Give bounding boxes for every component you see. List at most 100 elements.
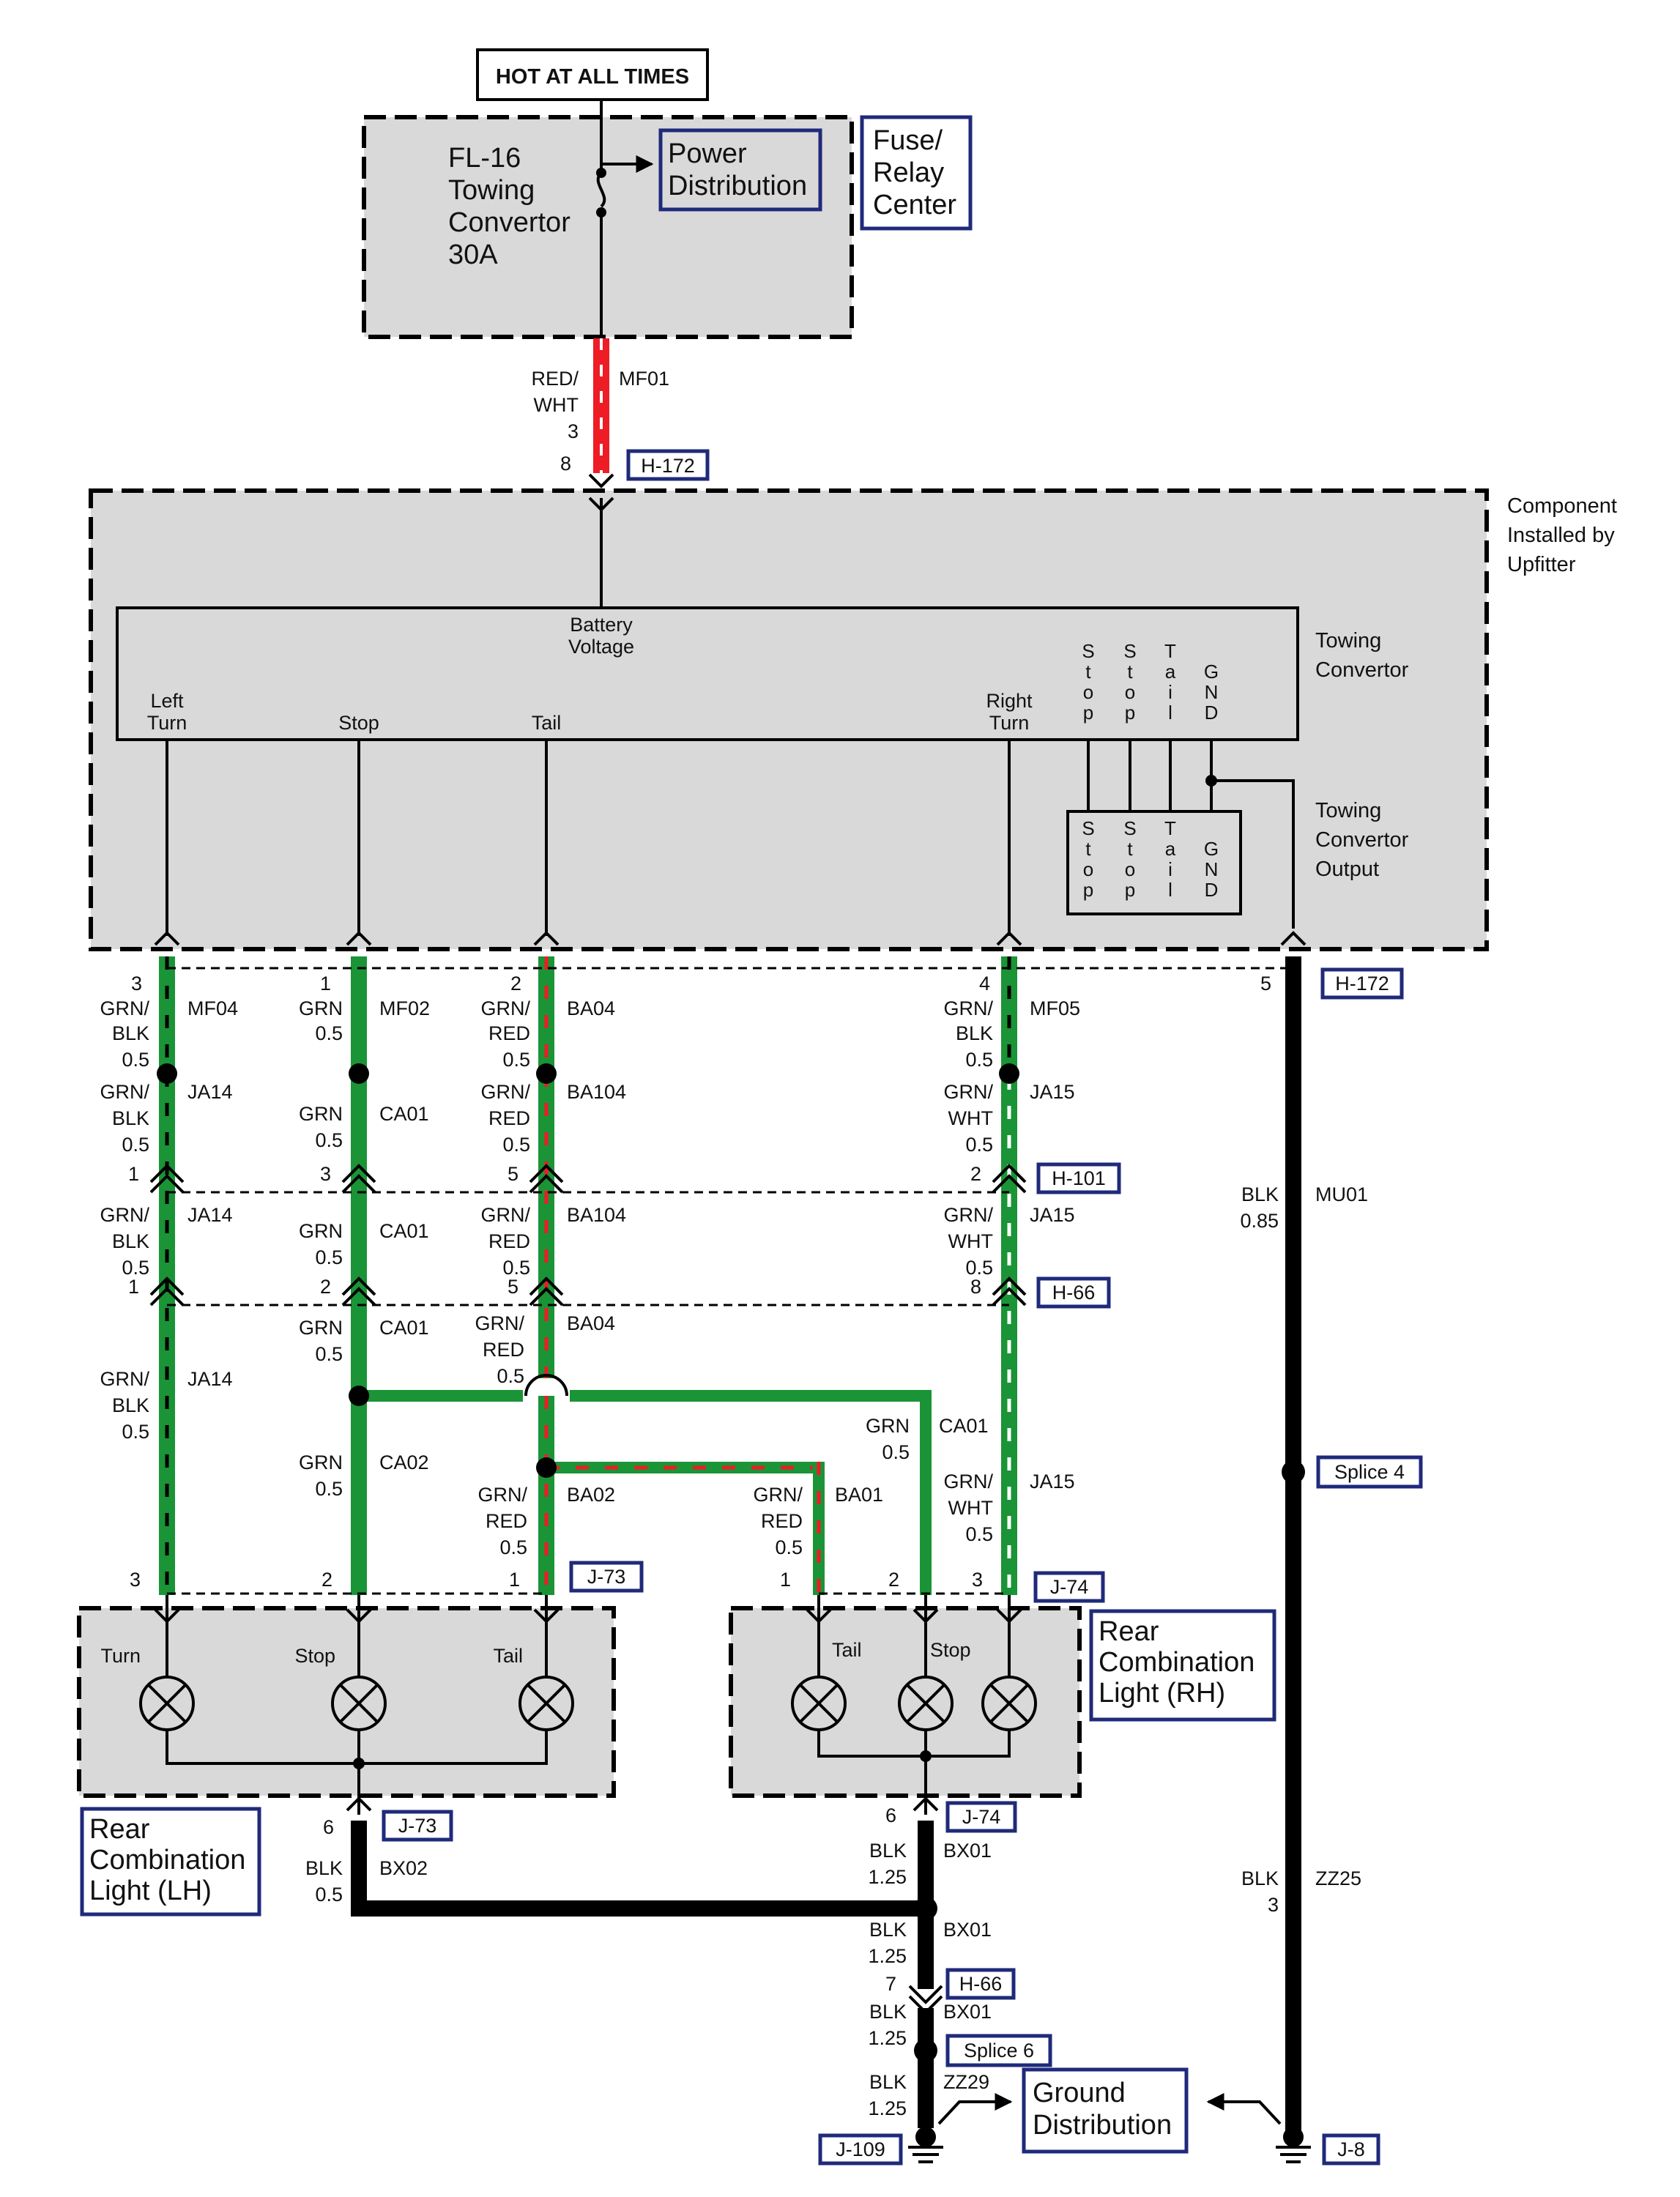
labels-row-b: GRN/ BLK 0.5 JA14 GRN 0.5 CA01 GRN/ RED … xyxy=(100,1081,1075,1156)
svg-text:l: l xyxy=(1168,879,1172,901)
svg-text:BLK: BLK xyxy=(869,2001,907,2023)
connector-h172-bottom: H-172 xyxy=(1320,967,1404,1000)
connector-j109: J-109 xyxy=(818,2133,903,2166)
power-distribution-ref[interactable]: Power Distribution xyxy=(658,128,822,212)
svg-text:Battery: Battery xyxy=(570,614,633,636)
svg-text:J-74: J-74 xyxy=(962,1806,1001,1828)
svg-text:p: p xyxy=(1083,702,1093,724)
svg-text:Tail: Tail xyxy=(532,712,562,734)
svg-text:GRN/: GRN/ xyxy=(944,1081,994,1103)
svg-text:t: t xyxy=(1127,838,1133,860)
svg-text:MU01: MU01 xyxy=(1315,1183,1368,1205)
connector-h66-ground: H-66 xyxy=(945,1968,1016,2000)
svg-text:0.5: 0.5 xyxy=(499,1536,527,1558)
svg-text:BX01: BX01 xyxy=(943,1919,992,1941)
svg-text:2: 2 xyxy=(321,1569,332,1591)
svg-text:5: 5 xyxy=(508,1276,519,1298)
connector-h101: H-101 xyxy=(1036,1162,1121,1194)
svg-text:l: l xyxy=(1168,702,1172,724)
svg-text:0.5: 0.5 xyxy=(965,1523,993,1545)
svg-text:GRN: GRN xyxy=(866,1415,910,1437)
svg-text:3: 3 xyxy=(568,420,579,442)
svg-text:1.25: 1.25 xyxy=(868,2097,907,2119)
svg-text:MF01: MF01 xyxy=(619,368,669,390)
svg-text:i: i xyxy=(1168,681,1172,703)
svg-text:T: T xyxy=(1164,640,1176,662)
svg-text:Turn: Turn xyxy=(147,712,187,734)
svg-text:J-73: J-73 xyxy=(398,1815,437,1837)
svg-text:0.5: 0.5 xyxy=(965,1134,993,1156)
svg-text:WHT: WHT xyxy=(948,1230,993,1252)
svg-text:H-101: H-101 xyxy=(1052,1167,1106,1189)
svg-text:GRN/: GRN/ xyxy=(100,997,150,1019)
svg-text:S: S xyxy=(1123,640,1136,662)
svg-text:Combination: Combination xyxy=(1099,1647,1255,1678)
svg-text:BA104: BA104 xyxy=(567,1081,626,1103)
svg-text:1: 1 xyxy=(780,1569,791,1591)
svg-text:D: D xyxy=(1205,702,1219,724)
lamp-lh-tail-icon xyxy=(519,1676,574,1731)
svg-text:Ground: Ground xyxy=(1033,2078,1126,2108)
svg-text:GRN/: GRN/ xyxy=(100,1081,150,1103)
svg-text:N: N xyxy=(1205,681,1219,703)
svg-text:p: p xyxy=(1083,879,1093,901)
towing-convertor: Battery Voltage Left Turn Stop Tail Righ… xyxy=(116,606,1409,741)
svg-text:Component: Component xyxy=(1507,494,1617,518)
svg-text:0.5: 0.5 xyxy=(497,1365,524,1387)
connector-j8: J-8 xyxy=(1322,2133,1380,2166)
svg-text:8: 8 xyxy=(560,453,571,475)
svg-text:BLK: BLK xyxy=(1241,1183,1279,1205)
connector-j74-top: J-74 xyxy=(1033,1571,1105,1603)
splice-6: Splice 6 xyxy=(945,2034,1052,2067)
svg-text:S: S xyxy=(1123,817,1136,839)
svg-text:BX02: BX02 xyxy=(379,1857,428,1879)
labels-ground: BLK 0.5 BX02 BLK 1.25 BX01 BLK 1.25 BX01… xyxy=(305,1840,992,2119)
svg-text:Stop: Stop xyxy=(338,712,379,734)
svg-text:JA14: JA14 xyxy=(187,1368,233,1390)
lamp-lh-turn-icon xyxy=(139,1676,195,1731)
splice-dots xyxy=(157,1063,1305,1484)
svg-text:HOT AT ALL TIMES: HOT AT ALL TIMES xyxy=(496,65,689,89)
svg-text:3: 3 xyxy=(131,973,142,995)
towing-convertor-output: Towing Convertor Output xyxy=(1066,799,1409,915)
svg-text:Splice 6: Splice 6 xyxy=(964,2040,1034,2062)
svg-text:Stop: Stop xyxy=(294,1645,335,1667)
svg-text:0.5: 0.5 xyxy=(965,1049,993,1071)
svg-text:MF04: MF04 xyxy=(187,997,238,1019)
svg-text:BLK: BLK xyxy=(112,1022,149,1044)
svg-text:J-8: J-8 xyxy=(1337,2138,1365,2160)
svg-text:6: 6 xyxy=(885,1804,896,1826)
svg-text:G: G xyxy=(1204,661,1219,683)
svg-text:3: 3 xyxy=(1268,1894,1279,1916)
svg-text:BLK: BLK xyxy=(112,1107,149,1129)
fuse-relay-center-label: Fuse/ Relay Center xyxy=(860,115,973,231)
svg-text:J-109: J-109 xyxy=(836,2138,885,2160)
wire-bx02 xyxy=(351,1821,926,1917)
svg-text:J-74: J-74 xyxy=(1050,1576,1089,1598)
svg-text:Light (LH): Light (LH) xyxy=(89,1876,212,1906)
svg-text:1: 1 xyxy=(128,1276,139,1298)
svg-text:GRN/: GRN/ xyxy=(944,1471,994,1492)
svg-text:0.85: 0.85 xyxy=(1240,1210,1279,1232)
connector-j73-bottom: J-73 xyxy=(382,1810,453,1842)
svg-text:0.5: 0.5 xyxy=(315,1022,343,1044)
svg-text:o: o xyxy=(1083,858,1093,880)
svg-text:BX01: BX01 xyxy=(943,1840,992,1862)
svg-text:1: 1 xyxy=(320,973,331,995)
svg-text:BA01: BA01 xyxy=(835,1484,883,1506)
svg-text:GRN/: GRN/ xyxy=(481,997,531,1019)
svg-text:H-172: H-172 xyxy=(641,455,695,477)
connector-j73-top: J-73 xyxy=(569,1561,644,1593)
svg-text:0.5: 0.5 xyxy=(502,1049,530,1071)
ground-distribution-ref[interactable]: Ground Distribution xyxy=(1022,2067,1189,2154)
svg-text:BLK: BLK xyxy=(869,2071,907,2093)
svg-text:0.5: 0.5 xyxy=(775,1536,803,1558)
output-vertical-labels: Stop Stop Tail GND xyxy=(1082,817,1219,901)
svg-text:2: 2 xyxy=(970,1163,981,1185)
svg-text:BA04: BA04 xyxy=(567,1312,615,1334)
svg-text:Towing: Towing xyxy=(1315,629,1381,653)
svg-text:J-73: J-73 xyxy=(587,1566,626,1588)
svg-text:H-66: H-66 xyxy=(1052,1282,1096,1304)
connector-j74-bottom: J-74 xyxy=(945,1801,1017,1833)
fuse-icon xyxy=(596,117,654,337)
